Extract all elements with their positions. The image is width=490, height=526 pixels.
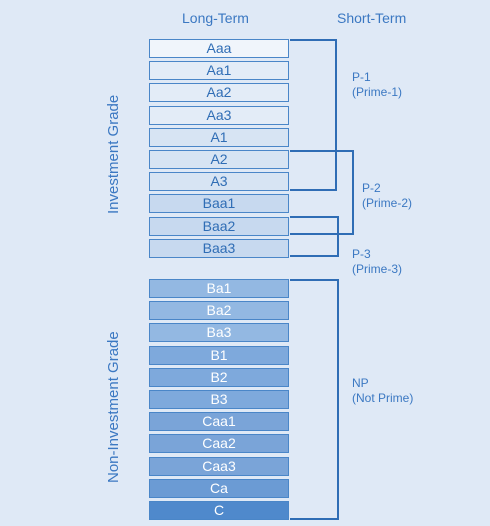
rating-box-aa3: Aa3 xyxy=(149,105,289,125)
rating-box-baa3: Baa3 xyxy=(149,238,289,258)
rating-box-caa1: Caa1 xyxy=(149,412,289,432)
rating-box-caa3: Caa3 xyxy=(149,456,289,476)
rating-box-ca: Ca xyxy=(149,478,289,498)
rating-box-aaa: Aaa xyxy=(149,39,289,58)
p3-code: P-3 xyxy=(352,247,371,261)
long-term-header: Long-Term xyxy=(182,10,249,26)
rating-box-ba1: Ba1 xyxy=(149,279,289,298)
rating-box-ba2: Ba2 xyxy=(149,301,289,321)
rating-box-a3: A3 xyxy=(149,172,289,192)
rating-box-caa2: Caa2 xyxy=(149,434,289,454)
rating-box-b2: B2 xyxy=(149,367,289,387)
short-term-np: NP (Not Prime) xyxy=(352,376,413,406)
rating-box-b3: B3 xyxy=(149,390,289,409)
bracket-p2 xyxy=(290,150,354,235)
bracket-np xyxy=(290,279,339,520)
rating-box-a1: A1 xyxy=(149,127,289,147)
p2-code: P-2 xyxy=(362,181,381,195)
short-term-p1: P-1 (Prime-1) xyxy=(352,70,402,100)
rating-box-aa1: Aa1 xyxy=(149,61,289,81)
rating-box-baa1: Baa1 xyxy=(149,194,289,214)
p1-name: (Prime-1) xyxy=(352,85,402,99)
np-name: (Not Prime) xyxy=(352,391,414,405)
short-term-header: Short-Term xyxy=(337,10,407,26)
rating-box-c: C xyxy=(149,501,289,520)
rating-box-aa2: Aa2 xyxy=(149,83,289,103)
bracket-p3 xyxy=(290,216,339,257)
rating-box-a2: A2 xyxy=(149,150,289,169)
rating-box-b1: B1 xyxy=(149,345,289,365)
rating-box-ba3: Ba3 xyxy=(149,323,289,343)
p2-name: (Prime-2) xyxy=(362,196,412,210)
p1-code: P-1 xyxy=(352,70,371,84)
rating-box-baa2: Baa2 xyxy=(149,216,289,236)
np-code: NP xyxy=(352,376,369,390)
p3-name: (Prime-3) xyxy=(352,262,402,276)
short-term-p3: P-3 (Prime-3) xyxy=(352,247,402,277)
bracket-p1 xyxy=(290,39,337,191)
short-term-p2: P-2 (Prime-2) xyxy=(362,181,412,211)
